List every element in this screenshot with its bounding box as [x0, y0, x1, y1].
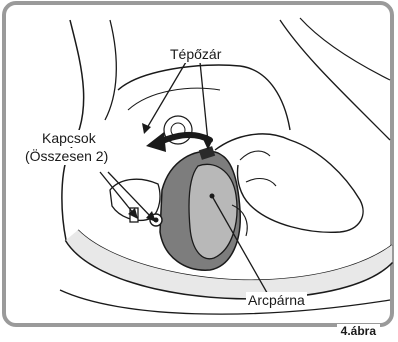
- helmet-shell-right-2: [300, 18, 390, 80]
- shield-inner-curve: [128, 88, 220, 110]
- leader-tepozar-2: [200, 62, 208, 142]
- label-tepozar: Tépőzár: [168, 46, 223, 63]
- leader-arcparna-dot: [210, 194, 215, 199]
- label-arcparna: Arcpárna: [246, 292, 307, 309]
- helmet-shell-right: [280, 20, 390, 140]
- helmet-shell-top-inner: [105, 20, 116, 120]
- label-kapcsok-line2: (Összesen 2): [23, 148, 110, 165]
- direction-arrow-shaft: [160, 135, 210, 142]
- direction-arrow-head: [146, 132, 166, 152]
- figure-label: 4.ábra: [337, 324, 380, 338]
- label-kapcsok-line1: Kapcsok: [40, 130, 98, 147]
